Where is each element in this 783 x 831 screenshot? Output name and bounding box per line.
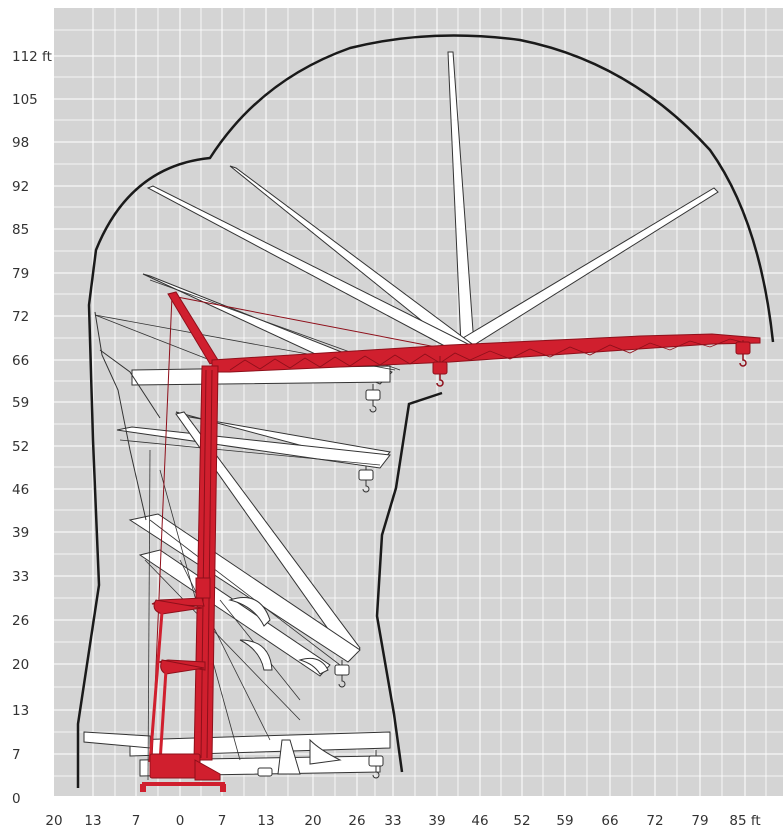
y-axis-labels: 0 7 13 20 26 33 39 46 52 59 66 72 79 85 92 98 105 112 ft (12, 49, 52, 807)
y-tick-label: 59 (12, 395, 29, 411)
x-tick-label: 7 (132, 813, 141, 829)
ghost-hook (334, 660, 350, 688)
y-tick-label: 7 (12, 747, 21, 763)
crane-trolley-hook (432, 356, 448, 387)
y-tick-label: 33 (12, 569, 29, 585)
ghost-hook (368, 750, 384, 779)
x-tick-label: 72 (646, 813, 663, 829)
y-tick-label: 105 (12, 92, 38, 108)
ghost-hook (257, 767, 273, 777)
crane-tip-hook (735, 340, 751, 367)
crane-tower-edge (200, 369, 207, 759)
ghost-part (277, 739, 301, 775)
crane-tower-joint (195, 577, 211, 599)
y-tick-label: 66 (12, 353, 29, 369)
crane-red-main (140, 291, 761, 792)
ghost-hook (365, 384, 381, 413)
ghost-jib-diagonal-2 (116, 426, 391, 469)
y-tick-label: 98 (12, 135, 29, 151)
crane-outrigger-foot (140, 784, 146, 792)
ghost-jib-low-1 (138, 549, 331, 677)
ghost-tower-line (119, 439, 381, 466)
x-tick-label: 7 (218, 813, 227, 829)
working-range-inner-envelope (375, 391, 443, 773)
x-tick-label: 20 (45, 813, 62, 829)
ghost-tower-line (144, 559, 301, 721)
crane-base-slope (194, 759, 221, 781)
ghost-part (228, 597, 271, 627)
x-tick-label: 13 (84, 813, 101, 829)
ghost-hook (358, 466, 374, 493)
crane-tower-edge (206, 369, 213, 759)
x-tick-label: 66 (601, 813, 618, 829)
x-tick-label: 52 (513, 813, 530, 829)
crane-support-strut (148, 611, 164, 763)
y-tick-label: 52 (12, 439, 29, 455)
y-tick-label: 39 (12, 525, 29, 541)
y-tick-label: 20 (12, 657, 29, 673)
x-tick-label: 59 (556, 813, 573, 829)
y-tick-label: 112 ft (12, 49, 52, 65)
ghost-jib-mid-2 (128, 513, 361, 663)
y-tick-label: 26 (12, 613, 29, 629)
x-axis-labels: 20 13 7 0 7 13 20 26 33 39 46 52 59 66 72 79 85 ft (45, 813, 760, 829)
y-tick-label: 72 (12, 309, 29, 325)
x-tick-label: 33 (384, 813, 401, 829)
ghost-part (298, 657, 329, 675)
ghost-tower-line (149, 519, 341, 666)
crane-base-chassis (149, 753, 201, 779)
ghost-tower-line (147, 449, 151, 781)
ghost-tower-line (99, 349, 161, 419)
x-tick-label: 13 (257, 813, 274, 829)
y-tick-label: 0 (12, 791, 21, 807)
ghost-tower-line (94, 311, 147, 521)
crane-outrigger-foot (220, 784, 226, 792)
y-tick-label: 79 (12, 266, 29, 282)
x-tick-label: 39 (428, 813, 445, 829)
working-range-envelope (76, 34, 775, 788)
y-tick-label: 92 (12, 179, 29, 195)
x-tick-label: 20 (304, 813, 321, 829)
y-tick-label: 46 (12, 482, 29, 498)
y-tick-label: 13 (12, 703, 29, 719)
crane-support-strut (158, 669, 168, 763)
ghost-tower-line (94, 314, 211, 361)
ghost-part (239, 639, 273, 671)
x-tick-label: 26 (348, 813, 365, 829)
ghost-jib-positions (83, 51, 719, 777)
ghost-part (309, 738, 342, 765)
ghost-jib-mid-1 (175, 411, 361, 661)
x-tick-label: 85 ft (729, 813, 760, 829)
y-tick-label: 85 (12, 222, 29, 238)
x-tick-label: 79 (691, 813, 708, 829)
x-tick-label: 46 (471, 813, 488, 829)
crane-jib-lattice (229, 338, 751, 371)
ghost-tower-line (179, 559, 271, 741)
x-tick-label: 0 (176, 813, 185, 829)
crane-pendant-line (171, 295, 463, 353)
ghost-folded-parts (228, 597, 342, 775)
